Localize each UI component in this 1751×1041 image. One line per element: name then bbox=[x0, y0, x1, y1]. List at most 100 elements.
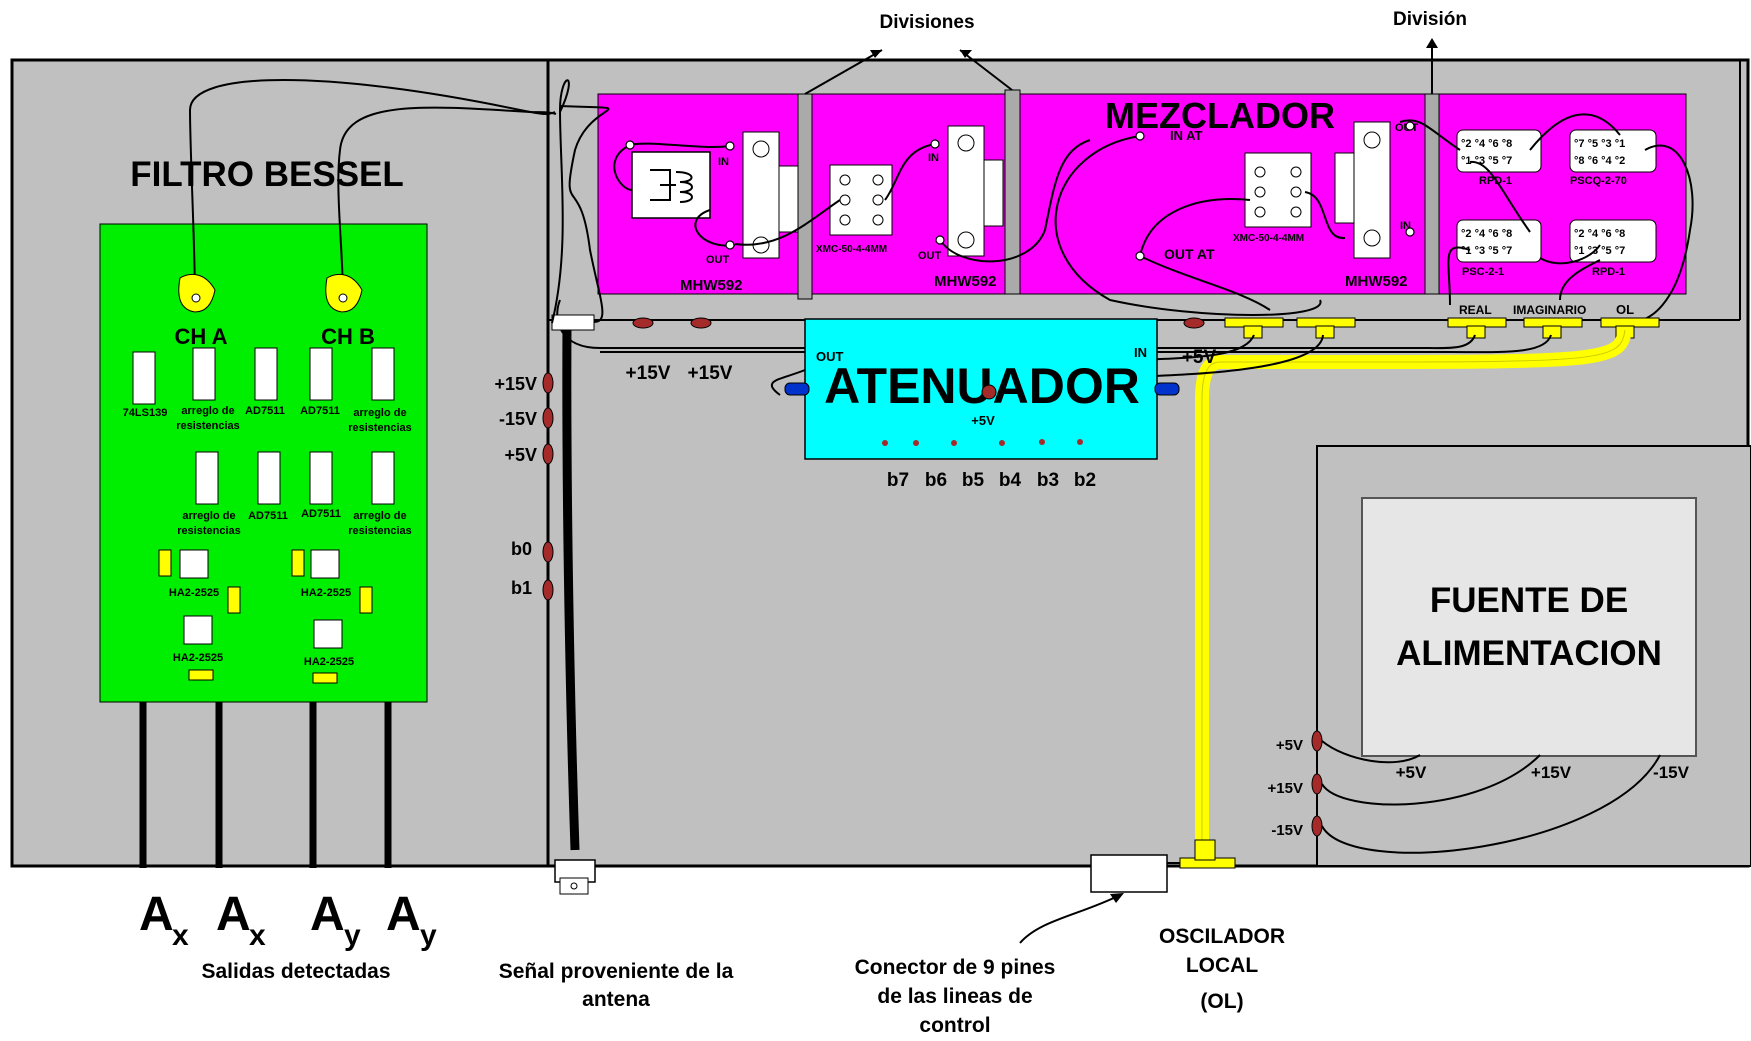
svg-text:arreglo de: arreglo de bbox=[353, 510, 406, 522]
atenuador-port-right bbox=[1154, 382, 1180, 396]
top-p15-b: +15V bbox=[688, 363, 733, 384]
svg-text:A: A bbox=[216, 888, 251, 941]
left-p15: +15V bbox=[494, 374, 537, 394]
ch-a-label: CH A bbox=[175, 324, 228, 349]
svg-text:AD7511: AD7511 bbox=[245, 405, 285, 417]
pscq-box bbox=[1569, 129, 1657, 173]
svg-text:resistencias: resistencias bbox=[176, 420, 240, 432]
antenna-cable-wire bbox=[562, 322, 580, 851]
conector-caption-1: Conector de 9 pines bbox=[855, 956, 1056, 979]
feedthroughs-top bbox=[632, 317, 1205, 329]
mhw592-b-in: IN bbox=[928, 152, 939, 164]
fuente-title-2: ALIMENTACION bbox=[1396, 634, 1662, 673]
rpd1-top bbox=[1456, 129, 1542, 173]
svg-text:HA2-2525: HA2-2525 bbox=[301, 587, 351, 599]
top-p15-a: +15V bbox=[626, 363, 671, 384]
mixer-wiring bbox=[613, 113, 1694, 323]
svg-text:x: x bbox=[172, 919, 189, 952]
conector-caption-3: control bbox=[919, 1014, 990, 1037]
real-label: REAL bbox=[1459, 303, 1492, 317]
svg-text:°1 °3 °5 °7: °1 °3 °5 °7 bbox=[1574, 245, 1625, 257]
svg-text:°2 °4 °6 °8: °2 °4 °6 °8 bbox=[1461, 228, 1512, 240]
svg-text:°2 °4 °6 °8: °2 °4 °6 °8 bbox=[1461, 138, 1512, 150]
atenuador-box bbox=[804, 318, 1158, 460]
fuente-label-p15: +15V bbox=[1531, 763, 1572, 782]
xmc-b-label: XMC-50-4-4MM bbox=[1233, 233, 1304, 244]
fuente-connectors bbox=[1311, 730, 1323, 837]
output-label-3: A y bbox=[310, 888, 361, 952]
pscq-label: PSCQ-2-70 bbox=[1570, 175, 1627, 187]
svg-text:A: A bbox=[310, 888, 345, 941]
atenuador-bit-pins bbox=[882, 439, 1083, 446]
svg-text:x: x bbox=[249, 919, 266, 952]
svg-text:arreglo de: arreglo de bbox=[182, 510, 235, 522]
svg-text:arreglo de: arreglo de bbox=[181, 405, 234, 417]
division-label: División bbox=[1393, 9, 1467, 30]
divisiones-label: Divisiones bbox=[879, 12, 974, 33]
mhw592-c-label: MHW592 bbox=[1345, 273, 1408, 290]
filtro-bessel-title: FILTRO BESSEL bbox=[130, 155, 404, 194]
svg-text:resistencias: resistencias bbox=[348, 422, 412, 434]
division-bar-1 bbox=[797, 93, 813, 300]
fuente-title-1: FUENTE DE bbox=[1430, 581, 1628, 620]
ch-b-label: CH B bbox=[321, 324, 375, 349]
bessel-opamps bbox=[179, 549, 343, 649]
fuente-conn-m15-label: -15V bbox=[1271, 822, 1303, 839]
out-at-label: OUT AT bbox=[1164, 246, 1215, 262]
mhw592-b-out: OUT bbox=[918, 250, 942, 262]
senal-caption-2: antena bbox=[582, 988, 650, 1011]
imaginario-label: IMAGINARIO bbox=[1513, 303, 1586, 317]
bit-b7: b7 bbox=[887, 470, 909, 491]
psc21-label: PSC-2-1 bbox=[1462, 266, 1504, 278]
salidas-caption: Salidas detectadas bbox=[201, 960, 390, 983]
fuente-label-m15: -15V bbox=[1653, 763, 1690, 782]
bit-b4: b4 bbox=[999, 470, 1022, 491]
mhw592-b-label: MHW592 bbox=[934, 273, 997, 290]
antenna-adapter bbox=[551, 314, 595, 331]
bit-b6: b6 bbox=[925, 470, 947, 491]
nine-pin-connector bbox=[1090, 854, 1168, 893]
mhw592-c-in: IN bbox=[1400, 220, 1411, 232]
oscilador-caption-3: (OL) bbox=[1200, 990, 1243, 1013]
rpd1-bottom-label: RPD-1 bbox=[1592, 266, 1625, 278]
output-label-4: A y bbox=[386, 888, 437, 952]
bit-b2: b2 bbox=[1074, 470, 1096, 491]
svg-text:y: y bbox=[420, 919, 437, 952]
svg-text:HA2-2525: HA2-2525 bbox=[173, 652, 223, 664]
svg-text:A: A bbox=[386, 888, 421, 941]
output-leads bbox=[139, 702, 392, 868]
svg-text:HA2-2525: HA2-2525 bbox=[169, 587, 219, 599]
mixer-title: MEZCLADOR bbox=[1105, 95, 1335, 136]
bessel-chips-row2 bbox=[195, 451, 395, 505]
svg-text:AD7511: AD7511 bbox=[300, 405, 340, 417]
fuente-conn-p15-label: +15V bbox=[1268, 780, 1303, 797]
output-label-1: A x bbox=[139, 888, 189, 952]
psc21-box bbox=[1456, 219, 1542, 263]
svg-text:A: A bbox=[139, 888, 174, 941]
svg-text:resistencias: resistencias bbox=[348, 525, 412, 537]
svg-text:y: y bbox=[344, 919, 361, 952]
left-m15: -15V bbox=[499, 409, 537, 429]
senal-caption-1: Señal proveniente de la bbox=[499, 960, 734, 983]
yellow-connectors bbox=[1224, 317, 1660, 339]
svg-text:AD7511: AD7511 bbox=[301, 508, 341, 520]
svg-text:74LS139: 74LS139 bbox=[123, 407, 168, 419]
atenuador-title: ATENUADOR bbox=[824, 358, 1140, 414]
atenuador-port-left bbox=[784, 382, 810, 396]
mhw592-a-out: OUT bbox=[706, 254, 730, 266]
fuente-conn-p5-label: +5V bbox=[1276, 737, 1303, 754]
svg-text:arreglo de: arreglo de bbox=[353, 407, 406, 419]
fuente-label-p5: +5V bbox=[1396, 763, 1427, 782]
bessel-trimmers bbox=[158, 549, 373, 684]
bessel-chips-row1 bbox=[132, 347, 395, 405]
bit-b3: b3 bbox=[1037, 470, 1059, 491]
left-b1: b1 bbox=[511, 578, 532, 598]
svg-text:°1 °3 °5 °7: °1 °3 °5 °7 bbox=[1461, 245, 1512, 257]
svg-text:HA2-2525: HA2-2525 bbox=[304, 656, 354, 668]
svg-text:°8 °6 °4 °2: °8 °6 °4 °2 bbox=[1574, 155, 1625, 167]
xmc-a-label: XMC-50-4-4MM bbox=[816, 244, 887, 255]
fuente-box bbox=[1361, 497, 1697, 757]
svg-text:°2 °4 °6 °8: °2 °4 °6 °8 bbox=[1574, 228, 1625, 240]
